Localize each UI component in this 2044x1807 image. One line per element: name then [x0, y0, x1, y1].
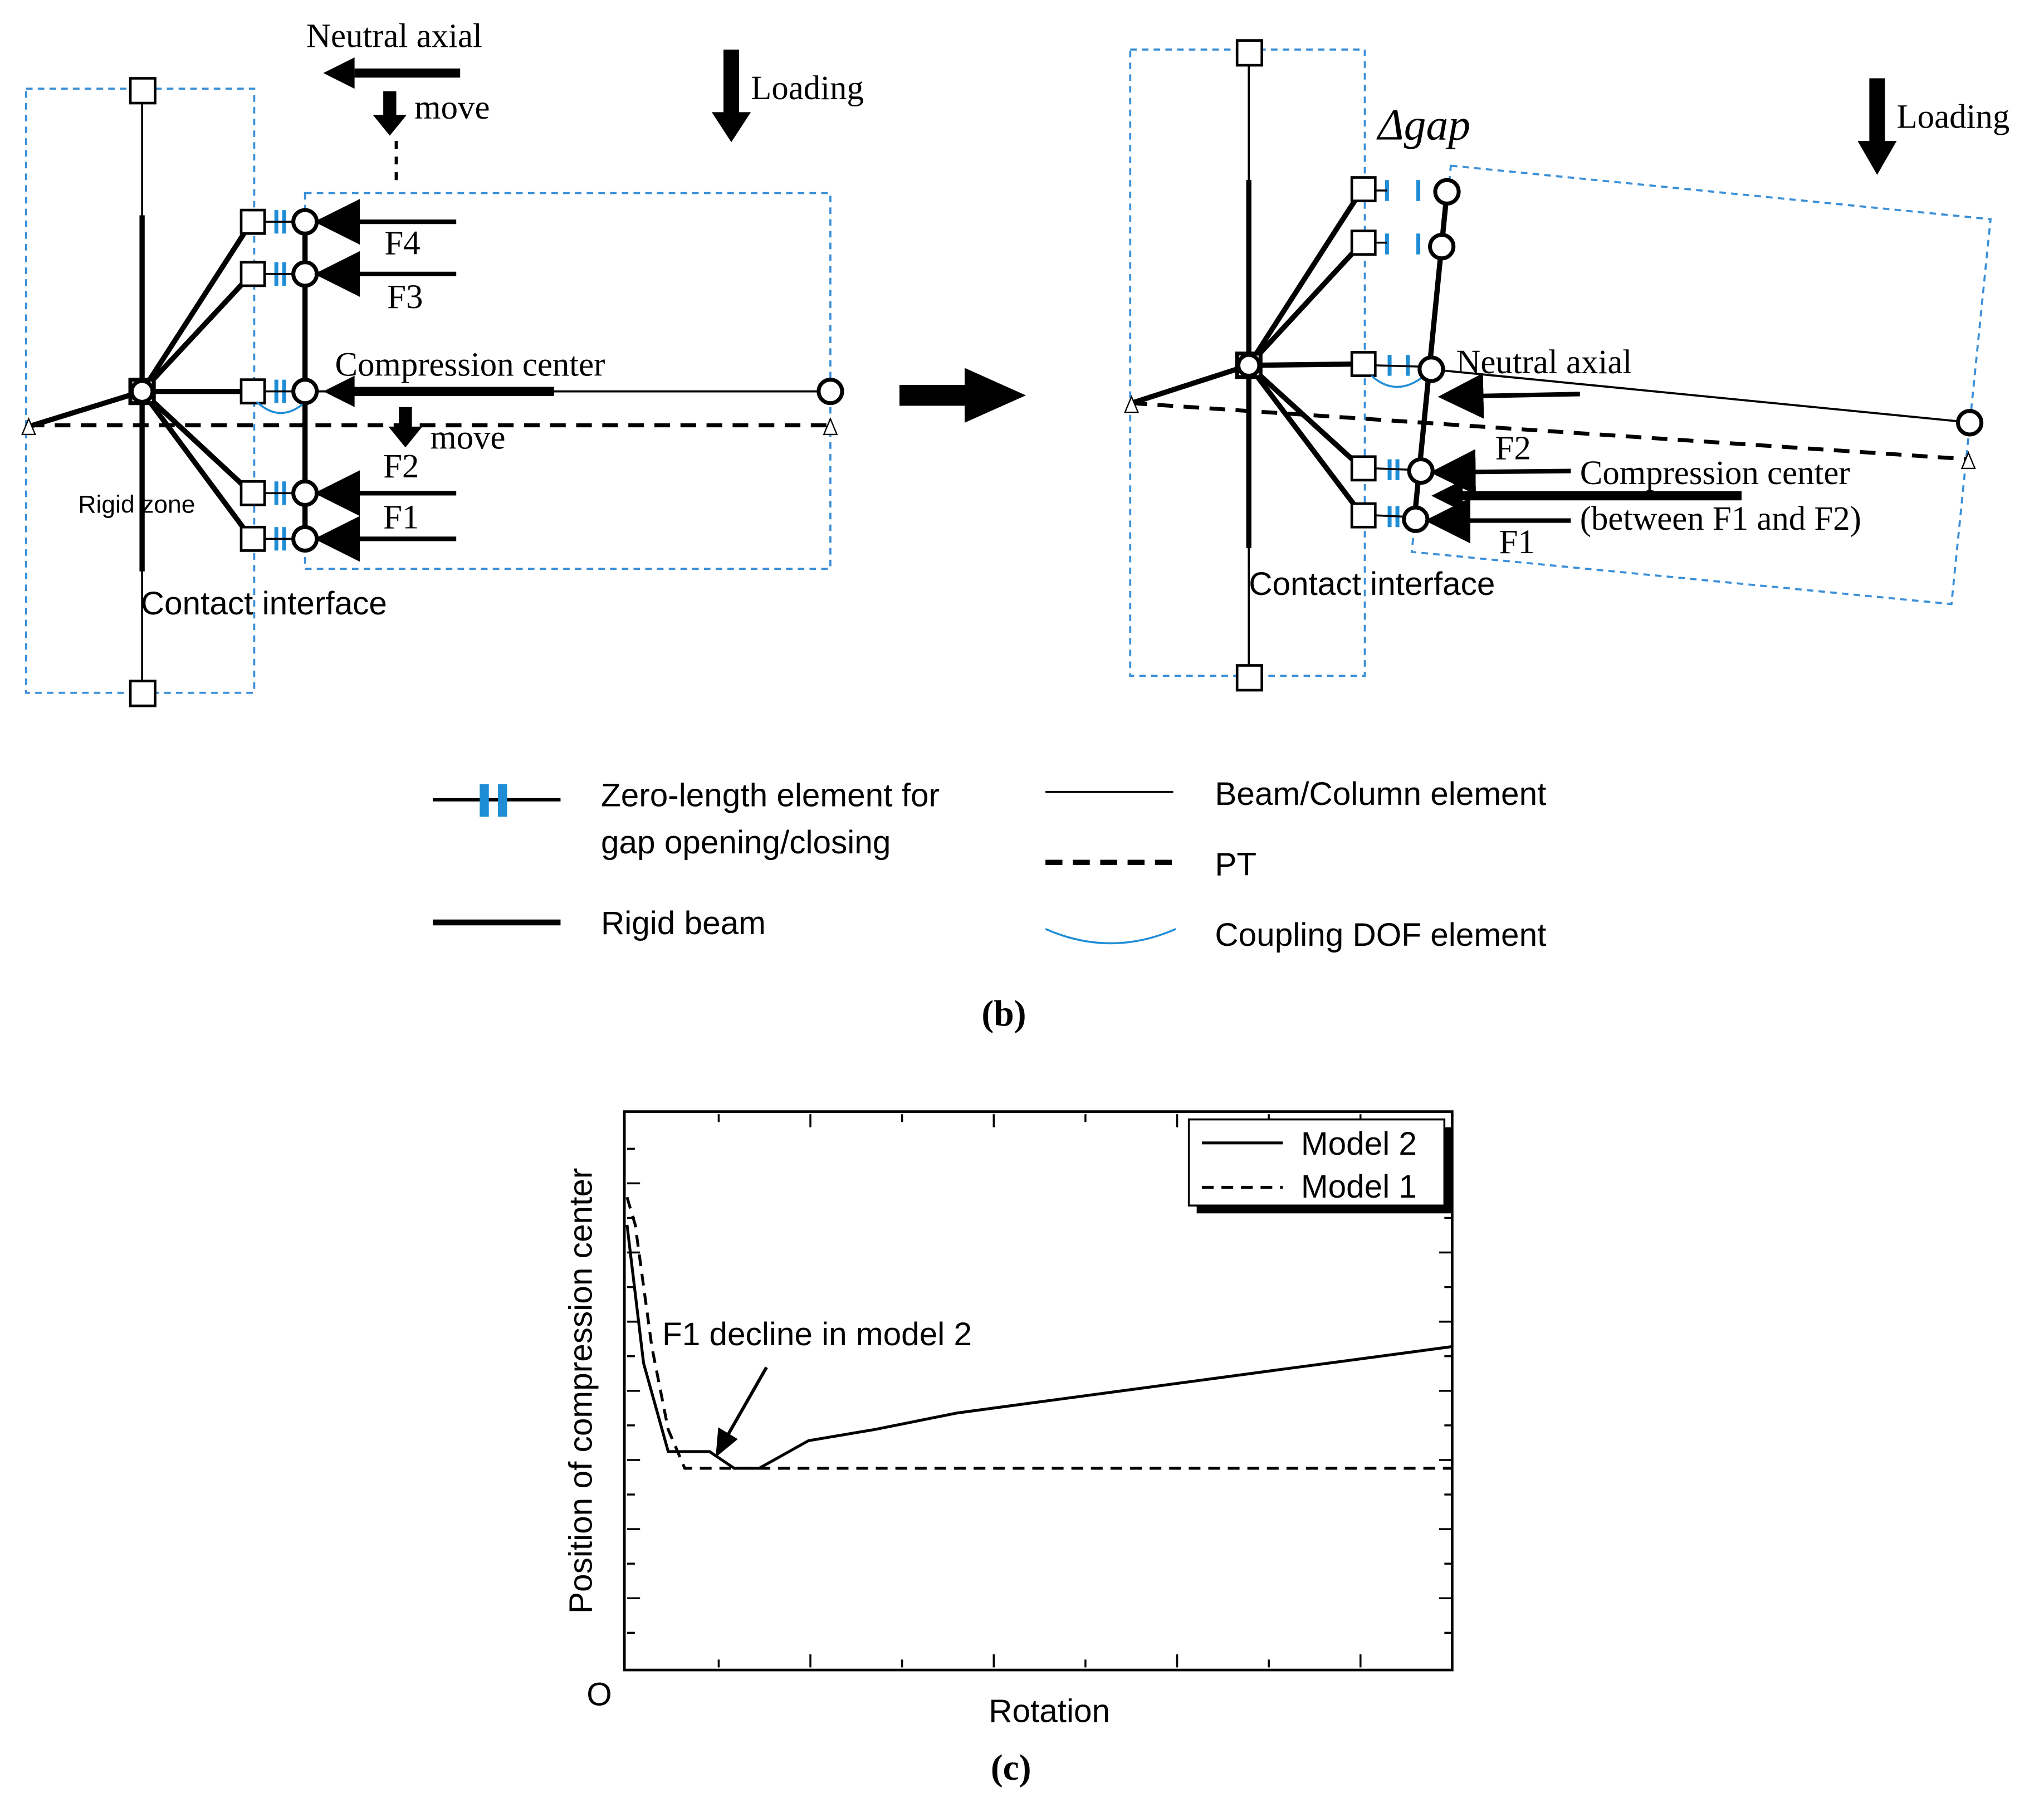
- series-model-2-line: [625, 1224, 1453, 1470]
- coupling-dof-arc-right: [1371, 375, 1422, 388]
- label-move-mid: move: [430, 419, 505, 457]
- compression-arrow-head-right: [1431, 480, 1463, 512]
- interface-nodes-right: [1350, 176, 1377, 529]
- chart-legend: [1187, 1118, 1446, 1207]
- zero-length-elements: [274, 210, 286, 551]
- panel-b-right: Δgap Loading Neutral axial F2 Compressio…: [1124, 39, 2010, 692]
- label-f2: F2: [383, 448, 419, 485]
- rigid-beams: [32, 220, 254, 541]
- annotation-f1-decline: F1 decline in model 2: [662, 1316, 972, 1352]
- label-loading-right: Loading: [1897, 99, 2010, 136]
- label-compression-center-left: Compression center: [335, 346, 605, 384]
- pt-anchor-left: [21, 417, 36, 436]
- label-delta-gap: Δgap: [1376, 101, 1470, 150]
- legend-pt: PT: [1215, 847, 1256, 883]
- beam-element-right: [1442, 369, 1960, 423]
- interface-nodes: [239, 208, 266, 552]
- series-model-1-line: [625, 1196, 1453, 1470]
- top-node-right: [1235, 39, 1264, 67]
- label-compression-center-right: Compression center: [1580, 455, 1850, 492]
- label-f1: F1: [383, 499, 419, 536]
- pt-anchor-right: [823, 417, 838, 436]
- legend-coupling: Coupling DOF element: [1215, 917, 1546, 953]
- loading-arrow-left: [711, 112, 751, 143]
- loading-arrow-right: [1857, 140, 1897, 175]
- label-f1-right: F1: [1499, 524, 1535, 561]
- annotation-arrow-line: [723, 1366, 768, 1442]
- label-contact-interface-right: Contact interface: [1249, 566, 1495, 602]
- pt-anchor-left-right: [1124, 394, 1140, 413]
- beam-end-node: [816, 378, 844, 406]
- label-neutral-axial: Neutral axial: [306, 17, 482, 55]
- force-arrows: [314, 199, 457, 562]
- label-rigid-zone: Rigid zone: [78, 491, 195, 518]
- label-contact-interface-left: Contact interface: [141, 585, 387, 622]
- legend-zero-length-symbol: [433, 784, 561, 817]
- label-loading-left: Loading: [751, 70, 864, 107]
- legend-model2-label: Model 2: [1301, 1126, 1417, 1162]
- x-axis-label: Rotation: [989, 1693, 1110, 1730]
- compression-arrow-head: [323, 375, 355, 407]
- legend-model1-label: Model 1: [1301, 1169, 1417, 1205]
- label-f2-right: F2: [1495, 429, 1531, 467]
- axis-ticks: [627, 1114, 1453, 1668]
- pt-tendon-right: [1131, 401, 1969, 461]
- annotation-arrow-head: [715, 1427, 738, 1458]
- bottom-node: [129, 680, 157, 707]
- origin-label: O: [586, 1676, 612, 1712]
- force-arrows-right: [1425, 373, 1580, 544]
- move-arrow-top: [373, 115, 407, 136]
- beam-end-node-right: [1956, 409, 1984, 437]
- pt-anchor-right-right: [1960, 451, 1976, 470]
- transition-arrow: [899, 368, 1026, 423]
- label-neutral-axial-right: Neutral axial: [1456, 344, 1632, 381]
- caption-b: (b): [981, 994, 1026, 1034]
- y-axis-label: Position of compression center: [563, 1168, 599, 1614]
- coupling-dof-arc: [256, 401, 304, 414]
- label-f3: F3: [387, 279, 423, 316]
- label-f4: F4: [384, 225, 420, 262]
- label-move-top: move: [414, 89, 490, 126]
- legend-zero-length-line1: Zero-length element for: [601, 777, 940, 813]
- rigid-beams-right: [1131, 188, 1365, 517]
- panel-b-left: Neutral axial move Loading F4 F3 Compres…: [21, 17, 864, 707]
- top-node: [129, 77, 157, 105]
- interface-circle-nodes: [291, 208, 319, 553]
- panel-b-legend: Zero-length element for gap opening/clos…: [433, 776, 1546, 953]
- neutral-axial-arrow-head: [323, 57, 355, 89]
- legend-zero-length-line2: gap opening/closing: [601, 824, 891, 861]
- panel-c-chart: Model 2 Model 1 F1 decline in model 2 Po…: [563, 1110, 1454, 1730]
- caption-c: (c): [991, 1748, 1031, 1788]
- move-arrow-mid: [388, 426, 423, 448]
- legend-rigid-beam: Rigid beam: [601, 905, 766, 941]
- label-between-f1-f2: (between F1 and F2): [1580, 500, 1861, 538]
- legend-coupling-symbol: [1045, 928, 1176, 945]
- legend-beam-column: Beam/Column element: [1215, 776, 1546, 812]
- bottom-node-right: [1235, 664, 1264, 692]
